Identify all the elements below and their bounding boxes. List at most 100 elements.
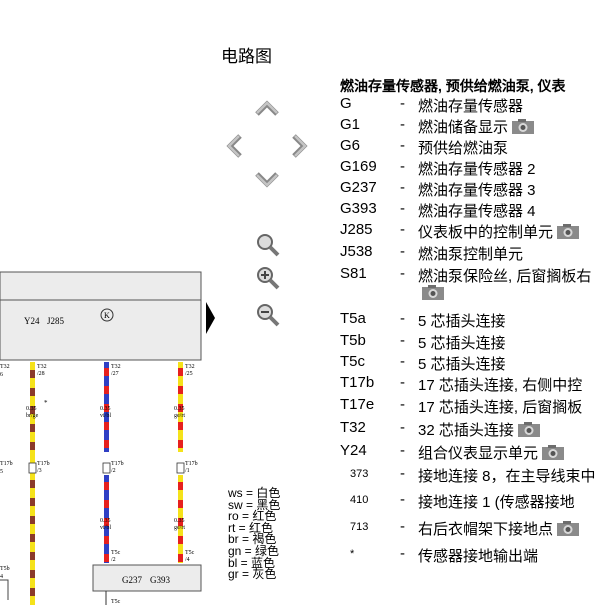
wire2-pin: /27 [111, 371, 119, 377]
separator-dash: - [400, 95, 405, 112]
component-code: T5b [340, 332, 366, 349]
component-description: 预供给燃油泵 [418, 140, 509, 157]
wire3-pin: /25 [185, 371, 193, 377]
camera-icon[interactable] [557, 521, 580, 536]
circuit-diagram[interactable]: Y24 J285 K T32 6 T17b 5 T5b 4 T32 /28 0.… [0, 270, 212, 605]
component-description: 燃油储备显示 [418, 116, 535, 137]
camera-icon[interactable] [422, 285, 444, 300]
component-description: 右后衣帽架下接地点 [418, 518, 580, 539]
separator-dash: - [400, 179, 405, 196]
zoom-fit-button[interactable] [254, 232, 282, 260]
wire1-connector: T32 [37, 364, 47, 370]
component-description: 接地连接 8，在主导线束中 [418, 468, 596, 485]
left-connector-label: T32 [0, 364, 10, 370]
wire2-connector: T32 [111, 364, 121, 370]
left-t5b-pin: 4 [0, 574, 3, 580]
chevron-up-icon [255, 100, 279, 116]
wire3-size: 0.35 [174, 406, 185, 412]
wire3-t17b: T17b [185, 461, 198, 467]
component-list-title: 燃油存量传感器, 预供给燃油泵, 仪表 [340, 78, 566, 94]
wire1-t17b: T17b [37, 461, 50, 467]
wire2-t17b: T17b [111, 461, 124, 467]
wire2-t5c-pin: /2 [111, 557, 116, 563]
wire1-t17b-pin: /3 [37, 468, 42, 474]
component-description: 17 芯插头连接, 右侧中控 [418, 377, 583, 394]
legend-item: ro = 红色 [228, 509, 277, 524]
separator-dash: - [400, 243, 405, 260]
gauge-symbol-k: K [104, 311, 110, 320]
separator-dash: - [400, 332, 405, 349]
wire2-t5c: T5c [111, 550, 121, 556]
camera-icon[interactable] [557, 224, 580, 239]
chevron-down-icon [255, 172, 279, 188]
nav-down-button[interactable] [254, 170, 280, 188]
component-label-j285: J285 [47, 316, 65, 326]
zoom-out-icon [257, 304, 280, 327]
separator-dash: - [400, 137, 405, 154]
separator-dash: - [400, 419, 405, 436]
legend-item: bl = 蓝色 [228, 555, 276, 570]
wire3-connector: T32 [185, 364, 195, 370]
nav-left-button[interactable] [226, 133, 244, 159]
wire2-lower-color: vi/bl [100, 525, 111, 531]
wire2-t17b-pin: /2 [111, 468, 116, 474]
zoom-out-button[interactable] [254, 302, 282, 330]
separator-dash: - [400, 221, 405, 238]
component-panel-upper [0, 271, 202, 301]
wire3-t17b-pin: /1 [185, 468, 190, 474]
magnifier-icon [257, 234, 280, 257]
separator-dash: - [400, 442, 405, 459]
legend-item: sw = 黑色 [228, 497, 281, 512]
wire3-t5c-pin: /4 [185, 557, 190, 563]
separator-dash: - [400, 353, 405, 370]
chevron-right-icon [292, 134, 308, 158]
component-label-y24: Y24 [24, 316, 40, 326]
component-code: T5a [340, 310, 366, 327]
legend-item: gn = 绿色 [228, 543, 280, 558]
component-description: 5 芯插头连接 [418, 356, 506, 373]
component-code: * [350, 548, 355, 560]
nav-up-button[interactable] [254, 100, 280, 118]
page-title: 电路图 [221, 47, 272, 66]
component-code: T32 [340, 419, 366, 436]
component-code: G6 [340, 137, 361, 154]
wire2-color: vi/bl [100, 413, 111, 419]
sensor-label-g393: G393 [150, 575, 170, 585]
component-code: T17e [340, 396, 375, 413]
component-description: 燃油存量传感器 2 [418, 161, 536, 178]
separator-dash: - [400, 545, 405, 562]
component-description: 传感器接地输出端 [418, 548, 539, 565]
left-t17b-pin: 5 [0, 469, 3, 475]
zoom-in-button[interactable] [254, 265, 282, 293]
legend-item: br = 褐色 [228, 532, 277, 547]
wire3-t5c: T5c [185, 550, 195, 556]
component-code: 713 [350, 521, 369, 533]
component-code: J538 [340, 243, 373, 260]
component-description: 燃油存量传感器 [418, 98, 524, 115]
sensor-box [92, 564, 202, 592]
camera-icon[interactable] [542, 445, 565, 460]
wire3-lower-size: 0.35 [174, 518, 185, 524]
separator-dash: - [400, 518, 405, 535]
left-pin-label: 6 [0, 372, 3, 378]
component-description: 燃油泵控制单元 [418, 246, 524, 263]
component-code: Y24 [340, 442, 367, 459]
bottom-t5c-label: T5c [111, 599, 121, 605]
separator-dash: - [400, 265, 405, 282]
component-description: 燃油存量传感器 4 [418, 203, 536, 220]
wire1-color: br/ge [26, 413, 39, 419]
separator-dash: - [400, 310, 405, 327]
wire3-lower-color: ge/rt [174, 525, 185, 531]
component-description: 5 芯插头连接 [418, 335, 506, 352]
nav-right-button[interactable] [290, 133, 308, 159]
camera-icon[interactable] [512, 119, 535, 134]
left-t5b-label: T5b [0, 566, 10, 572]
component-code: J285 [340, 221, 373, 238]
camera-icon[interactable] [517, 422, 540, 437]
component-description: 32 芯插头连接 [418, 419, 540, 440]
collapse-panel-icon[interactable] [206, 300, 216, 336]
component-code: T5c [340, 353, 366, 370]
component-code: 410 [350, 494, 369, 506]
chevron-left-icon [226, 134, 242, 158]
component-code: 373 [350, 468, 369, 480]
